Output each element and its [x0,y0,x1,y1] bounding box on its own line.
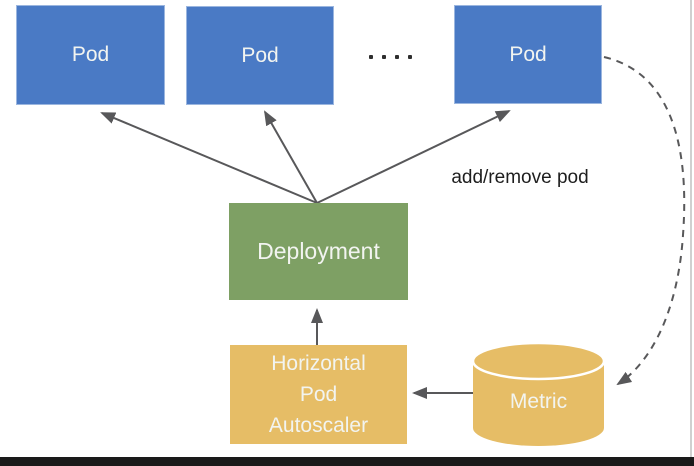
pod-label-1: Pod [71,43,110,66]
pod-node-1: Pod [16,5,165,105]
hpa-label-line-2: Pod [299,383,338,406]
deployment-label: Deployment [257,238,380,264]
hpa-node: Horizontal Pod Autoscaler [230,345,407,444]
arrow-pod-to-metric-dashed [603,56,686,386]
metric-cylinder-top [471,341,606,381]
annotation-add-remove-pod: add/remove pod [451,167,589,188]
ellipsis-icon [369,55,412,59]
pod-node-2: Pod [186,6,334,105]
arrow-deployment-to-pod-3 [316,110,511,204]
bottom-bar [0,457,694,466]
right-edge-line [690,0,692,457]
deployment-node: Deployment [229,203,408,300]
arrow-deployment-to-pod-1 [100,112,318,204]
hpa-label-line-3: Autoscaler [268,414,369,437]
hpa-label-line-1: Horizontal [271,352,366,375]
arrow-deployment-to-pod-2 [264,110,318,204]
metric-label: Metric [509,390,568,413]
pod-label-2: Pod [241,43,279,67]
pod-label-3: Pod [509,42,547,66]
pod-node-3: Pod [454,5,602,104]
